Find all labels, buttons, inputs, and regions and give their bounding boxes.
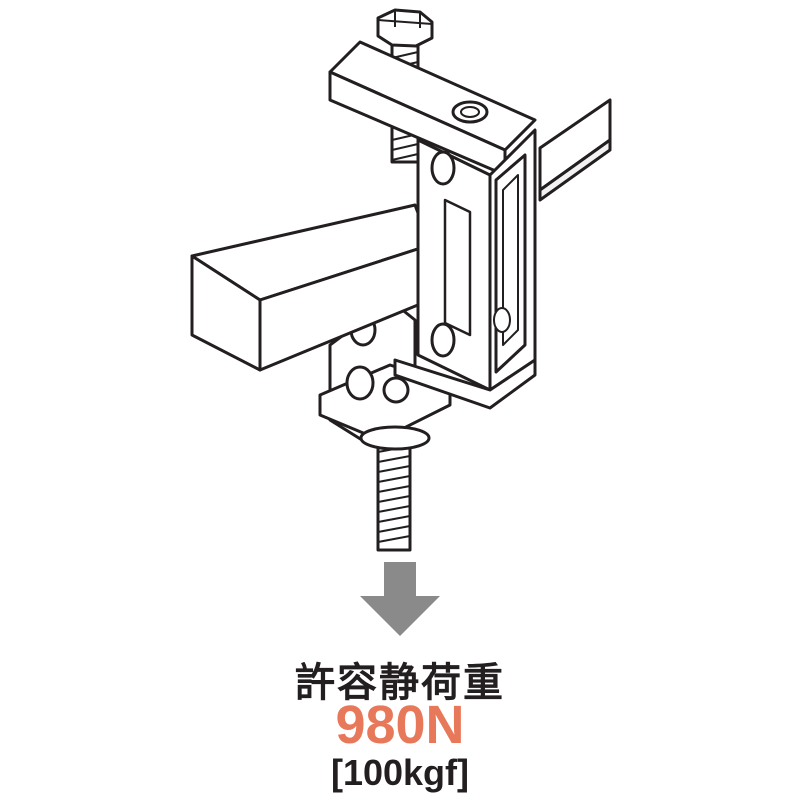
clamp-bottom-lip [393, 358, 537, 410]
beam-end-face [190, 254, 262, 372]
load-value-newton: 980N [335, 695, 465, 755]
beam-back-face [538, 138, 612, 202]
allowable-static-load-label: 許容静荷重 [295, 660, 505, 706]
threaded-rod [376, 438, 412, 552]
upper-side-hole [430, 150, 456, 186]
beam-clamp-illustration [190, 8, 612, 552]
lower-side-hole [430, 322, 456, 358]
clamp-front-slot [443, 198, 472, 337]
down-arrow-icon [360, 562, 440, 636]
load-value-kgf: [100kgf] [330, 752, 470, 793]
